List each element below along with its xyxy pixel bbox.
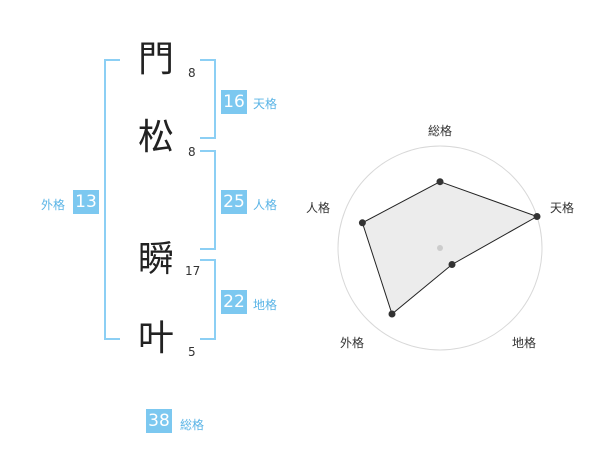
axis-label-soukaku: 総格	[428, 123, 452, 138]
name-char-1: 門	[137, 39, 174, 80]
jinkaku-label: 人格	[253, 198, 278, 212]
gaikaku-bracket	[104, 59, 120, 340]
chikaku-bracket	[200, 259, 216, 340]
name-char-2: 松	[137, 117, 174, 158]
radar-point-0	[436, 178, 444, 186]
gaikaku-label: 外格	[41, 198, 66, 212]
radar-center-dot	[437, 245, 443, 251]
axis-label-jinkaku: 人格	[306, 200, 330, 215]
radar-point-4	[358, 219, 366, 227]
stroke-count-3: 17	[185, 264, 201, 278]
tenkaku-value: 16	[221, 90, 247, 114]
jinkaku-bracket	[200, 150, 216, 250]
soukaku-label: 総格	[180, 418, 205, 432]
axis-label-chikaku: 地格	[512, 335, 536, 350]
stroke-count-4: 5	[188, 345, 196, 359]
tenkaku-label: 天格	[253, 97, 278, 111]
radar-point-1	[533, 213, 541, 220]
chikaku-value: 22	[221, 290, 247, 314]
radar-point-3	[388, 310, 396, 318]
stroke-count-1: 8	[188, 66, 196, 80]
name-char-3: 瞬	[137, 239, 174, 280]
gaikaku-value: 13	[73, 190, 99, 214]
soukaku-value: 38	[146, 409, 172, 433]
name-char-4: 叶	[137, 318, 174, 359]
chikaku-label: 地格	[253, 298, 278, 312]
tenkaku-bracket	[200, 59, 216, 139]
jinkaku-value: 25	[221, 190, 247, 214]
axis-label-tenkaku: 天格	[550, 200, 574, 215]
radar-point-2	[448, 261, 456, 268]
axis-label-gaikaku: 外格	[340, 335, 364, 350]
radar-points	[358, 178, 541, 318]
stroke-count-2: 8	[188, 145, 196, 159]
radar-series-area	[361, 181, 539, 315]
